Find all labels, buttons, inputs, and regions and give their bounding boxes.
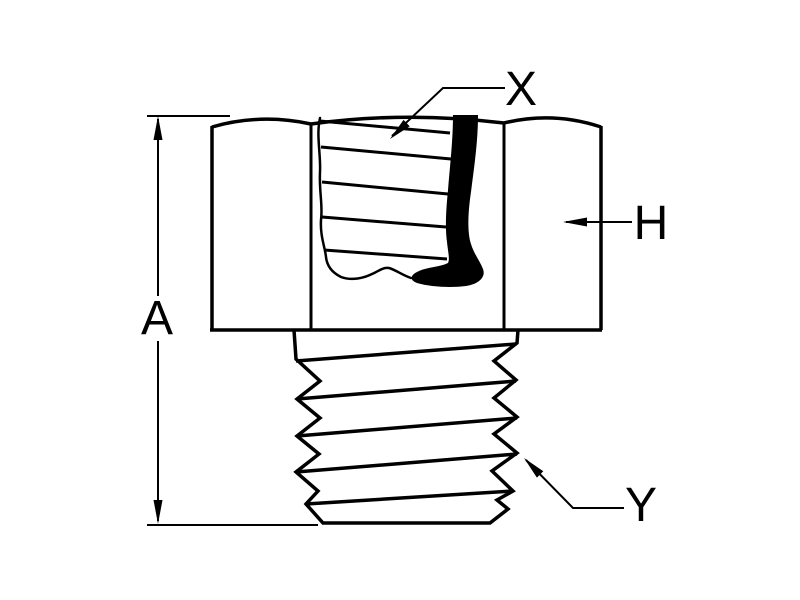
- cutaway-section: [317, 115, 484, 287]
- arrowhead-y-icon: [524, 458, 544, 478]
- callout-y: Y: [524, 458, 657, 532]
- leader-line-x: [391, 87, 505, 137]
- arrowhead-down-icon: [153, 500, 163, 524]
- thread-crest-line: [296, 416, 518, 438]
- dimension-a: A: [141, 115, 318, 526]
- label-dimension-a: A: [141, 292, 173, 345]
- internal-thread-line: [319, 119, 451, 135]
- internal-thread-line: [320, 145, 452, 161]
- locking-element-band: [411, 115, 484, 287]
- internal-thread-line: [321, 215, 447, 229]
- label-callout-h: H: [634, 197, 669, 250]
- arrowhead-up-icon: [153, 116, 163, 140]
- internal-thread-line: [321, 180, 449, 196]
- thread-crest-line: [305, 489, 514, 506]
- cutaway-break-boundary: [317, 116, 413, 281]
- label-callout-y: Y: [625, 479, 657, 532]
- leader-line-y: [525, 459, 624, 509]
- label-callout-x: X: [505, 63, 537, 116]
- thread-crest-line: [295, 452, 518, 474]
- thread-crest-line: [295, 342, 517, 363]
- callout-h: H: [563, 197, 668, 250]
- callout-x: X: [390, 63, 537, 139]
- arrowhead-x-icon: [390, 119, 410, 139]
- thread-profile-outline: [292, 329, 520, 525]
- thread-crest-line: [296, 379, 517, 401]
- external-thread: [292, 329, 520, 525]
- arrowhead-h-icon: [563, 217, 587, 227]
- hex-head: [210, 115, 603, 332]
- internal-thread-line: [323, 248, 448, 261]
- head-top-edge: [211, 115, 602, 129]
